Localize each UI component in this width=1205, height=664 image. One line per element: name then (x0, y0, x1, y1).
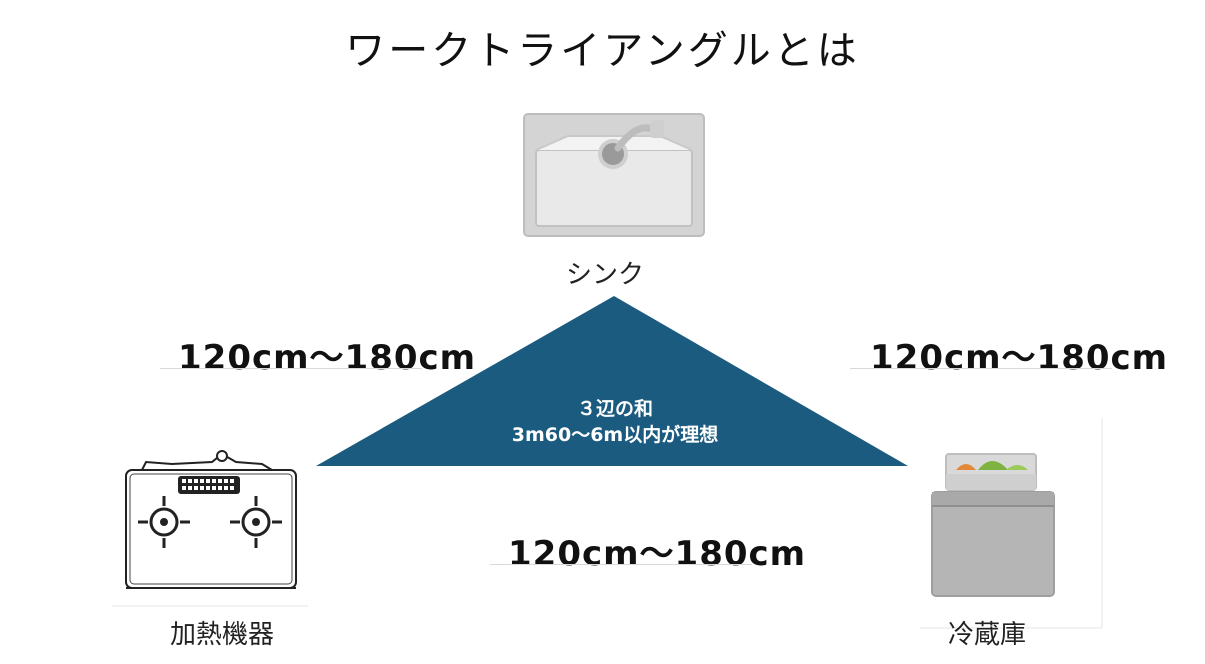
distance-left-underline (160, 368, 422, 369)
distance-right: 120cm～180cm (870, 338, 1169, 378)
sink-icon (518, 106, 710, 246)
distance-bottom-underline (490, 564, 752, 565)
work-triangle (316, 296, 908, 466)
fridge-label: 冷蔵庫 (948, 620, 1027, 650)
triangle-line-1: ３辺の和 (576, 398, 653, 420)
sink-label: シンク (566, 260, 645, 290)
diagram-title: ワークトライアングルとは (345, 28, 860, 74)
stove-label: 加熱機器 (170, 620, 275, 650)
gas-stove-icon (112, 450, 308, 607)
distance-left: 120cm～180cm (178, 338, 477, 378)
distance-right-underline (850, 368, 1112, 369)
triangle-text: ３辺の和 3m60～6m以内が理想 (460, 396, 770, 448)
refrigerator-icon (920, 418, 1103, 629)
distance-bottom: 120cm～180cm (508, 534, 807, 574)
triangle-line-2: 3m60～6m以内が理想 (511, 424, 719, 446)
